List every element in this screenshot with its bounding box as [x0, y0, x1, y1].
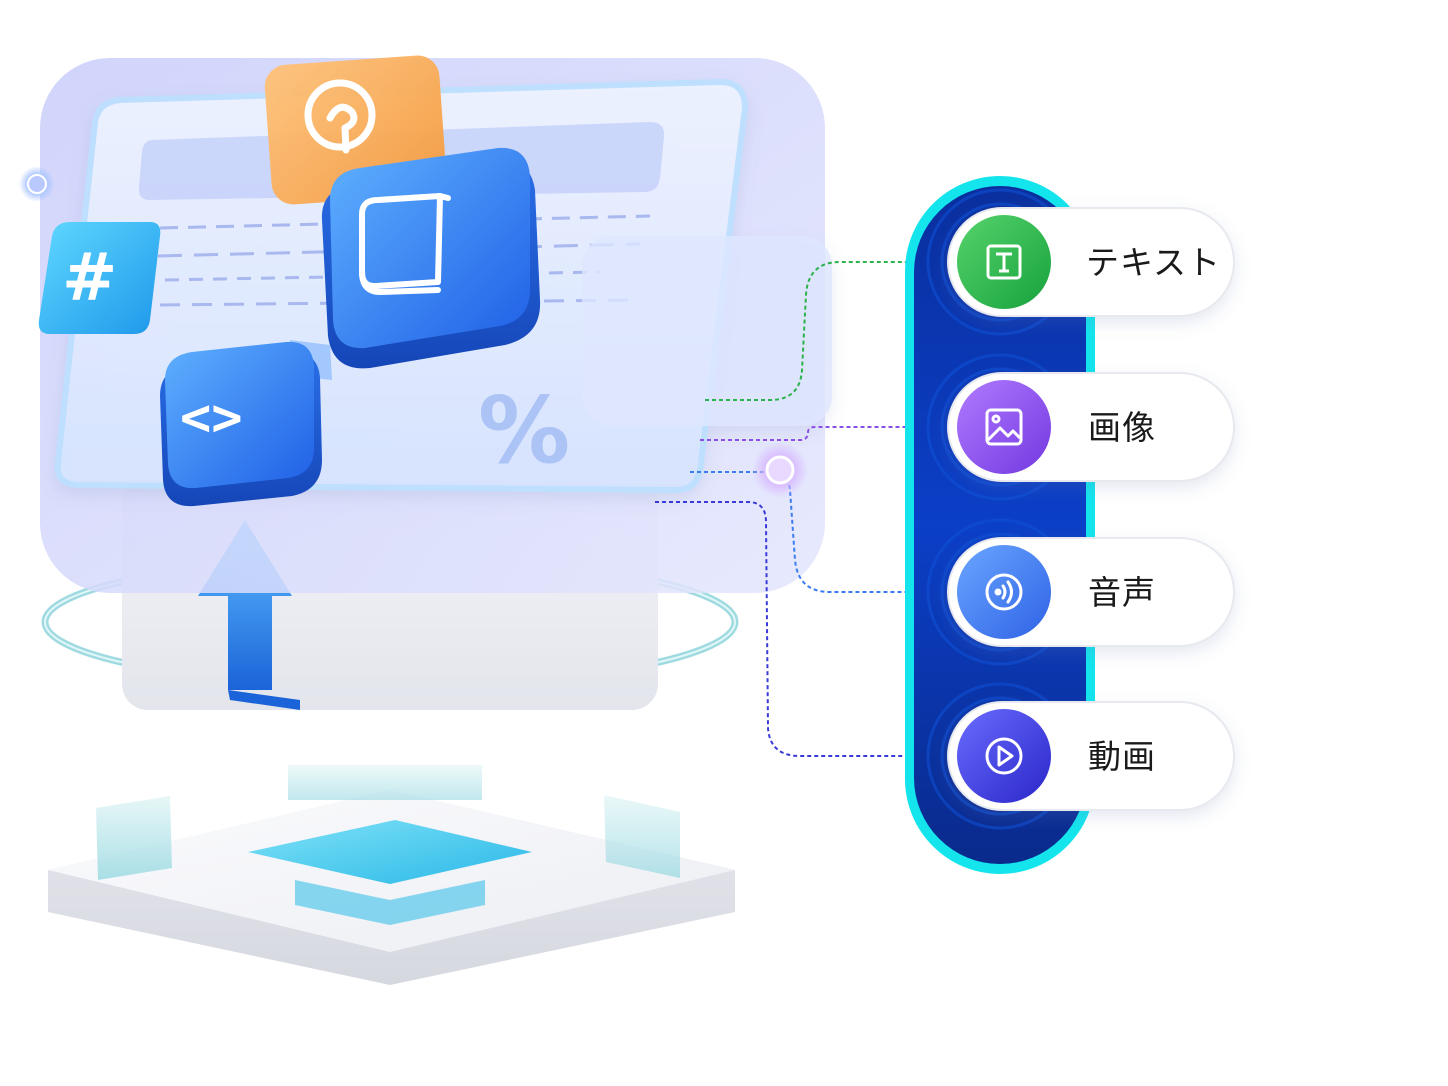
output-label-audio: 音声: [1088, 573, 1156, 612]
text-icon: [986, 244, 1022, 280]
video-icon: [985, 737, 1023, 775]
glass-bracket-back: [288, 765, 482, 800]
connector-text: [705, 252, 948, 401]
output-label-video: 動画: [1088, 737, 1156, 776]
glass-bracket-left: [96, 796, 172, 880]
output-item-text[interactable]: テキスト: [947, 207, 1235, 317]
video-icon-badge: [957, 709, 1051, 803]
ai-generator-illustration: % #: [19, 55, 832, 985]
knowledge-tile: [321, 147, 541, 369]
connector-video: [655, 501, 948, 766]
book-icon: [359, 193, 451, 295]
output-item-video[interactable]: 動画: [947, 701, 1235, 811]
image-icon: [985, 408, 1023, 446]
output-item-audio[interactable]: 音声: [947, 537, 1235, 647]
code-icon: <>: [180, 388, 243, 448]
screen-glass-card: [582, 236, 832, 426]
audio-icon: [985, 573, 1023, 611]
hashtag-tile: #: [38, 222, 161, 334]
brain-icon: [304, 79, 376, 154]
code-tile: <>: [160, 341, 322, 507]
connector-image: [700, 417, 948, 441]
base-center-pad: [248, 820, 532, 884]
glass-bracket-right: [604, 795, 680, 878]
output-pills: テキスト 画像 音声: [947, 207, 1235, 811]
output-label-text: テキスト: [1086, 243, 1221, 282]
hash-icon: #: [62, 239, 117, 316]
output-item-image[interactable]: 画像: [947, 372, 1235, 482]
image-icon-badge: [957, 380, 1051, 474]
percent-symbol: %: [478, 377, 570, 484]
base-platform: [48, 765, 735, 985]
output-column: [905, 176, 1095, 874]
output-label-image: 画像: [1088, 408, 1156, 447]
